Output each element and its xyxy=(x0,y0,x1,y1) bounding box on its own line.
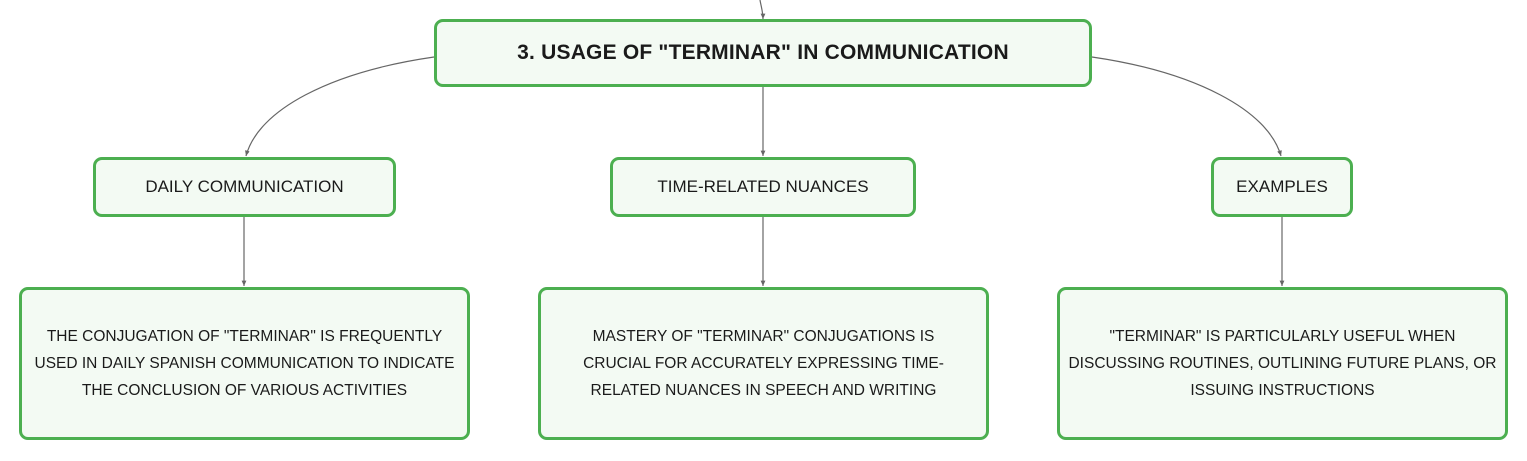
topic-label: DAILY COMMUNICATION xyxy=(145,177,344,196)
detail-text: MASTERY OF "TERMINAR" CONJUGATIONS IS CR… xyxy=(583,328,944,399)
connector-root-to-daily xyxy=(245,56,435,157)
detail-text: THE CONJUGATION OF "TERMINAR" IS FREQUEN… xyxy=(34,328,455,399)
detail-node-daily-communication[interactable]: THE CONJUGATION OF "TERMINAR" IS FREQUEN… xyxy=(19,287,470,440)
detail-text: "TERMINAR" IS PARTICULARLY USEFUL WHEN D… xyxy=(1068,328,1497,399)
root-node-label: 3. USAGE OF "TERMINAR" IN COMMUNICATION xyxy=(517,41,1009,64)
detail-node-time-related-nuances[interactable]: MASTERY OF "TERMINAR" CONJUGATIONS IS CR… xyxy=(538,287,989,440)
topic-node-examples[interactable]: EXAMPLES xyxy=(1211,157,1353,217)
root-node[interactable]: 3. USAGE OF "TERMINAR" IN COMMUNICATION xyxy=(434,19,1092,87)
connector-root-to-examples xyxy=(1091,56,1282,157)
topic-label: TIME-RELATED NUANCES xyxy=(657,177,869,196)
topic-label: EXAMPLES xyxy=(1236,177,1328,196)
topic-node-time-related-nuances[interactable]: TIME-RELATED NUANCES xyxy=(610,157,916,217)
topic-node-daily-communication[interactable]: DAILY COMMUNICATION xyxy=(93,157,396,217)
connector-parent-to-root xyxy=(759,0,766,20)
detail-node-examples[interactable]: "TERMINAR" IS PARTICULARLY USEFUL WHEN D… xyxy=(1057,287,1508,440)
